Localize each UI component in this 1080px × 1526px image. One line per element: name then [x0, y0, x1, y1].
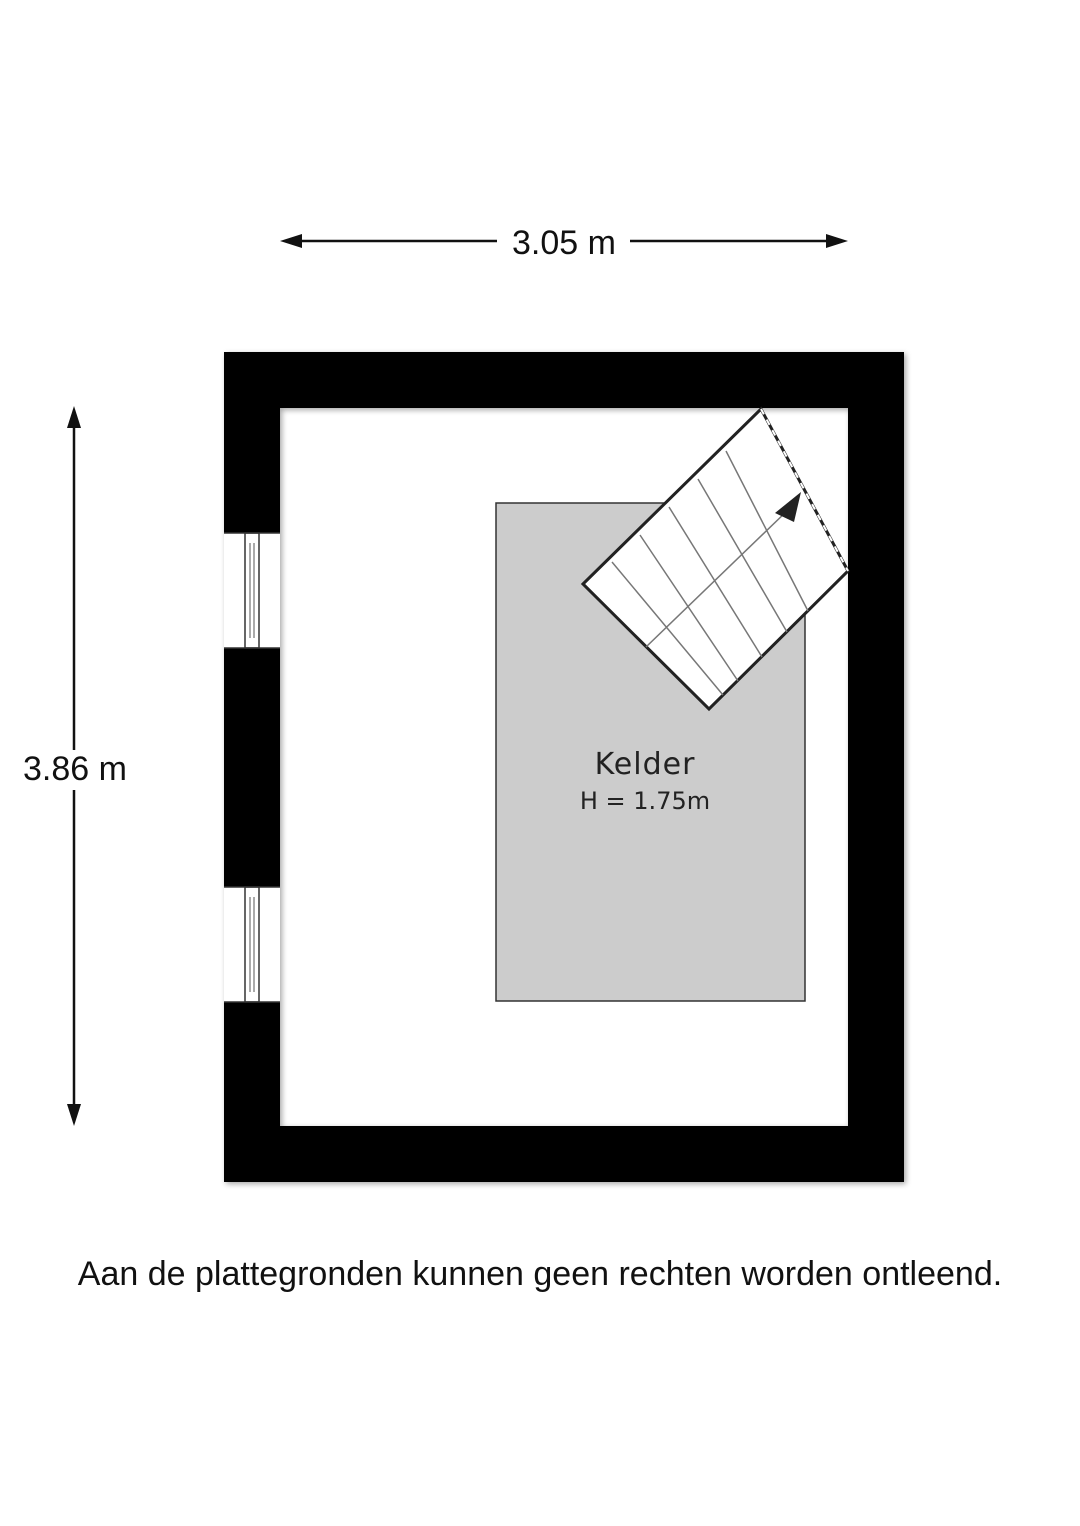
window-lower — [224, 886, 280, 1003]
disclaimer: Aan de plattegronden kunnen geen rechten… — [77, 1255, 1003, 1293]
arrow-head-icon — [775, 492, 801, 522]
room-name: Kelder — [595, 747, 696, 782]
height-label: 3.86 m — [23, 750, 127, 788]
width-label: 3.05 m — [512, 224, 616, 262]
arrow-up-icon — [67, 406, 81, 428]
staircase — [580, 406, 850, 712]
width-dimension: 3.05 m — [280, 224, 848, 262]
room-height: H = 1.75m — [580, 787, 710, 815]
arrow-right-icon — [826, 234, 848, 248]
arrow-down-icon — [67, 1104, 81, 1126]
height-dimension: 3.86 m — [23, 406, 127, 1126]
window-upper — [224, 532, 280, 649]
arrow-left-icon — [280, 234, 302, 248]
